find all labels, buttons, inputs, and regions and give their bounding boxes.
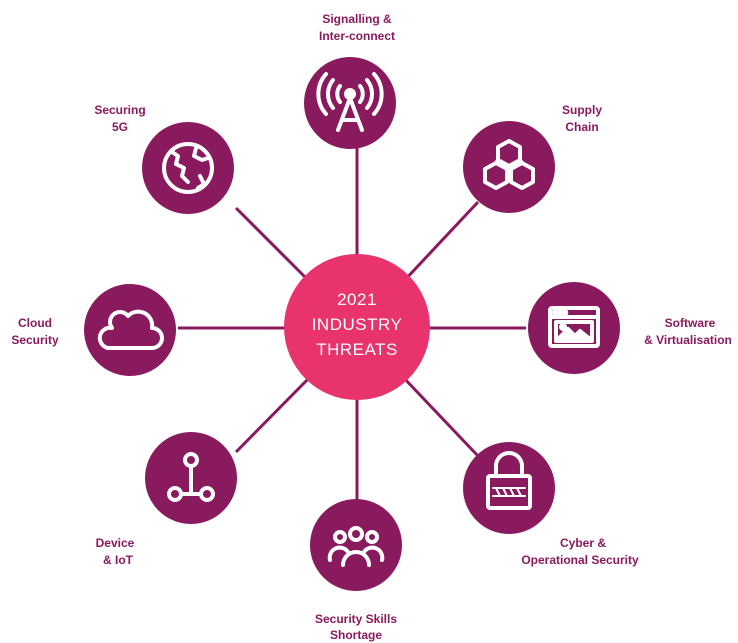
connectors	[178, 143, 526, 500]
label-skills-line-1: Security Skills	[315, 612, 397, 626]
node-supply-chain: Supply Chain	[463, 103, 602, 213]
label-device-line-2: & IoT	[103, 553, 134, 567]
label-cyber-line-1: Cyber &	[560, 536, 606, 550]
label-signalling-line-2: Inter-connect	[319, 29, 395, 43]
people-group-icon	[327, 526, 385, 567]
label-cyber-line-2: Operational Security	[521, 553, 639, 567]
connector-cyber	[400, 374, 480, 458]
label-cloud-line-1: Cloud	[18, 316, 52, 330]
connector-5g	[234, 206, 313, 285]
center-line-3: THREATS	[316, 340, 398, 359]
label-cloud-line-2: Security	[11, 333, 59, 347]
node-circle-cloud	[84, 284, 176, 376]
node-circle-5g	[142, 122, 234, 214]
node-circle-skills	[310, 499, 402, 591]
connector-device	[234, 374, 313, 454]
label-5g-line-1: Securing	[94, 103, 145, 117]
node-device: Device & IoT	[96, 432, 237, 567]
label-signalling-line-1: Signalling &	[322, 12, 392, 26]
label-device-line-1: Device	[96, 536, 135, 550]
blocks-icon	[483, 139, 535, 190]
label-software-line-1: Software	[665, 316, 716, 330]
node-cyber: Cyber & Operational Security	[463, 442, 639, 567]
label-supply-chain-line-1: Supply	[562, 103, 602, 117]
center-node: 2021 INDUSTRY THREATS	[284, 254, 430, 400]
cloud-icon	[97, 309, 164, 350]
label-software-line-2: & Virtualisation	[644, 333, 732, 347]
antenna-icon	[316, 72, 384, 132]
node-5g: Securing 5G	[94, 103, 234, 214]
globe-icon	[162, 142, 214, 194]
center-line-2: INDUSTRY	[312, 315, 403, 334]
label-supply-chain-line-2: Chain	[565, 120, 598, 134]
node-cloud: Cloud Security	[11, 284, 176, 376]
network-nodes-icon	[167, 452, 215, 502]
padlock-icon	[486, 451, 532, 510]
node-circle-software	[528, 282, 620, 374]
label-5g-line-2: 5G	[112, 120, 128, 134]
browser-window-icon	[548, 306, 600, 348]
node-skills: Security Skills Shortage	[310, 499, 402, 642]
node-software: Software & Virtualisation	[528, 282, 732, 374]
center-circle	[284, 254, 430, 400]
connector-supply-chain	[400, 200, 480, 285]
label-skills-line-2: Shortage	[330, 628, 382, 642]
center-line-1: 2021	[337, 290, 377, 309]
node-signalling: Signalling & Inter-connect	[304, 12, 396, 149]
